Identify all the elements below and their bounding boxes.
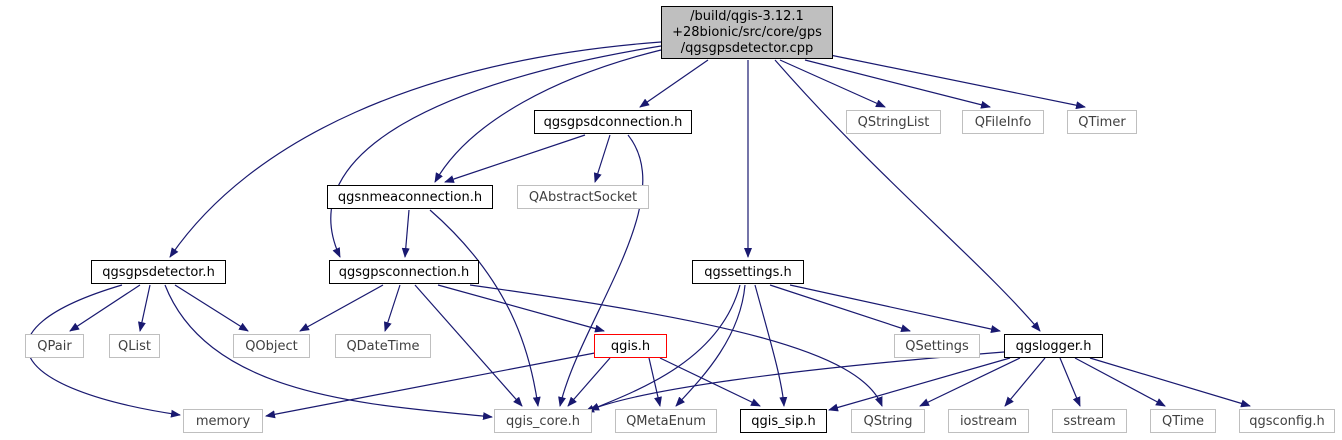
edge-qgis-to-memory bbox=[265, 351, 601, 419]
node-qlist: QList bbox=[109, 334, 160, 358]
node-qgis[interactable]: qgis.h bbox=[594, 334, 667, 358]
edge-qgslogger-to-qgis_core bbox=[589, 351, 1005, 411]
edge-qgsgpsdetector-to-qobject bbox=[174, 284, 249, 332]
edge-qgsgpsconnection-to-qobject bbox=[299, 284, 384, 332]
edge-qgslogger-to-qstring bbox=[919, 357, 1021, 407]
edge-root-to-qtimer bbox=[829, 54, 1086, 110]
node-qgssettings[interactable]: qgssettings.h bbox=[692, 260, 804, 284]
edge-root-to-qfileinfo bbox=[804, 59, 991, 109]
edge-qgsgpsdconnection-to-qabstractsocket bbox=[593, 134, 611, 183]
edge-qgsgpsconnection-to-qstring bbox=[469, 284, 883, 407]
node-qmetaenum: QMetaEnum bbox=[615, 409, 717, 433]
node-qpair: QPair bbox=[25, 334, 84, 358]
edge-qgis-to-qmetaenum bbox=[648, 357, 662, 407]
node-qstringlist: QStringList bbox=[846, 110, 941, 134]
node-memory: memory bbox=[183, 409, 263, 433]
root-path-line-1: /build/qgis-3.12.1 bbox=[690, 8, 804, 24]
edge-qgssettings-to-qmetaenum bbox=[675, 284, 746, 407]
edge-qgsgpsdconnection-to-qgsnmeaconnection bbox=[444, 134, 586, 183]
edge-qgsgpsdetector-to-qpair bbox=[69, 284, 141, 332]
edge-qgsgpsdetector-to-qlist bbox=[138, 284, 151, 332]
edge-root-to-qgsnmeaconnection bbox=[434, 49, 662, 183]
node-qtime: QTime bbox=[1150, 409, 1216, 433]
edge-root-to-qgsgpsdetector bbox=[169, 41, 662, 258]
edge-qgslogger-to-qgis_sip bbox=[828, 357, 1011, 412]
node-qsettings: QSettings bbox=[894, 334, 980, 358]
edge-qgslogger-to-iostream bbox=[1004, 357, 1046, 407]
edge-qgsgpsconnection-to-qgis_core bbox=[414, 284, 523, 407]
edge-qgsgpsconnection-to-qgis bbox=[437, 284, 605, 333]
edge-qgssettings-to-qgis_sip bbox=[754, 284, 788, 407]
node-iostream: iostream bbox=[948, 409, 1029, 433]
edge-qgis-to-qgis_sip bbox=[659, 357, 761, 407]
edge-qgslogger-to-qtime bbox=[1074, 357, 1166, 407]
root-file-node: /build/qgis-3.12.1 +28bionic/src/core/gp… bbox=[661, 6, 833, 59]
edge-qgslogger-to-sstream bbox=[1059, 357, 1081, 407]
edge-qgsgpsdetector-to-qgis_core bbox=[164, 284, 493, 421]
root-path-line-2: +28bionic/src/core/gps bbox=[672, 24, 822, 40]
edge-qgsnmeaconnection-to-qgis_core bbox=[429, 209, 541, 407]
node-qgsgpsdetector[interactable]: qgsgpsdetector.h bbox=[91, 260, 226, 284]
edge-qgsgpsconnection-to-qdatetime bbox=[383, 284, 401, 332]
node-qobject: QObject bbox=[233, 334, 310, 358]
edge-qgsnmeaconnection-to-qgsgpsconnection bbox=[401, 209, 410, 258]
edge-root-to-qgsgpsdconnection bbox=[639, 59, 709, 108]
node-qgis-core: qgis_core.h bbox=[494, 409, 592, 433]
node-qfileinfo: QFileInfo bbox=[962, 110, 1044, 134]
node-qgsgpsdconnection[interactable]: qgsgpsdconnection.h bbox=[534, 110, 692, 134]
node-qtimer: QTimer bbox=[1067, 110, 1137, 134]
node-sstream: sstream bbox=[1052, 409, 1127, 433]
edge-root-to-qgslogger bbox=[774, 59, 1041, 332]
node-qstring: QString bbox=[851, 409, 925, 433]
node-qgsgpsconnection[interactable]: qgsgpsconnection.h bbox=[329, 260, 479, 284]
node-qabstractsocket: QAbstractSocket bbox=[517, 185, 649, 209]
edge-qgslogger-to-qgsconfig bbox=[1089, 357, 1251, 408]
edge-root-to-qgsgpsconnection bbox=[330, 45, 662, 258]
edge-qgssettings-to-qsettings bbox=[769, 284, 911, 332]
edge-qgssettings-to-qgslogger bbox=[789, 284, 1001, 333]
root-path-line-3: /qgsgpsdetector.cpp bbox=[680, 40, 814, 56]
node-qgsconfig: qgsconfig.h bbox=[1239, 409, 1335, 433]
node-qgslogger[interactable]: qgslogger.h bbox=[1004, 334, 1103, 358]
edge-qgis-to-qgis_core bbox=[567, 357, 611, 407]
edge-qgssettings-to-qgis_core bbox=[584, 284, 741, 413]
node-qgis-sip[interactable]: qgis_sip.h bbox=[740, 409, 827, 433]
edge-root-to-qstringlist bbox=[779, 59, 886, 108]
edge-qgsgpsdconnection-to-qgis_core bbox=[558, 134, 644, 407]
node-qgsnmeaconnection[interactable]: qgsnmeaconnection.h bbox=[327, 185, 493, 209]
node-qdatetime: QDateTime bbox=[335, 334, 431, 358]
